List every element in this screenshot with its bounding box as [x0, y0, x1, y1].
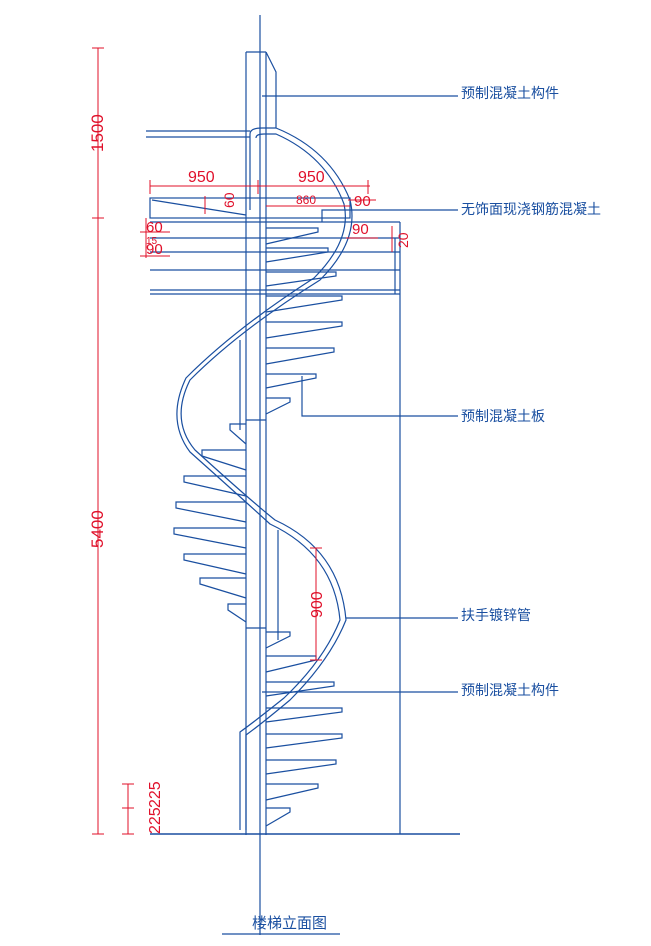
label-handrail: 扶手镀锌管	[461, 607, 531, 624]
tread	[265, 271, 337, 287]
dim-950-left: 950	[188, 169, 215, 186]
tread	[265, 655, 317, 673]
dimensions	[92, 47, 393, 835]
stair-structure	[146, 15, 460, 935]
drawing-title: 楼梯立面图	[252, 914, 327, 932]
dim-90-right: 90	[352, 221, 369, 238]
label-precast-slab: 预制混凝土板	[461, 409, 545, 425]
slab-hatch	[151, 199, 247, 216]
tread	[175, 501, 247, 523]
tread	[265, 295, 343, 313]
tread	[265, 227, 319, 245]
dim-225-b: 225	[147, 807, 164, 834]
tread	[265, 247, 329, 263]
treads-left	[173, 423, 247, 623]
dim-1500: 1500	[88, 114, 107, 152]
tread	[265, 397, 291, 415]
tread	[265, 373, 317, 389]
tread	[265, 321, 343, 339]
tread	[201, 449, 247, 471]
tread	[199, 577, 247, 599]
leader-cast-in-place	[321, 209, 458, 222]
tread	[265, 759, 337, 775]
dimension-labels: 1500 5400 225 225 950 950 60 860 90 60 1…	[88, 114, 411, 834]
dim-5400: 5400	[88, 510, 107, 548]
tread	[183, 553, 247, 575]
label-precast-member-top: 预制混凝土构件	[461, 86, 559, 102]
dim-900: 900	[309, 591, 326, 618]
dim-15: 15	[146, 236, 158, 247]
tread	[265, 707, 343, 723]
tread	[265, 807, 291, 827]
dim-225-a: 225	[147, 781, 164, 808]
dim-950-right: 950	[298, 169, 325, 186]
dim-60-top: 60	[221, 192, 237, 208]
dim-860: 860	[296, 193, 316, 207]
annotation-labels: 预制混凝土构件 无饰面现浇钢筋混凝土 预制混凝土板 扶手镀锌管 预制混凝土构件	[461, 86, 601, 699]
dim-90-top: 90	[354, 193, 371, 210]
dim-20: 20	[395, 232, 411, 248]
handrail-lower	[176, 133, 346, 830]
tread	[229, 423, 247, 445]
label-cast-in-place: 无饰面现浇钢筋混凝土	[461, 201, 601, 218]
tread	[227, 603, 247, 623]
tread	[265, 347, 335, 365]
treads-right	[265, 227, 343, 827]
tread	[173, 527, 247, 549]
label-precast-member-bottom: 预制混凝土构件	[461, 683, 559, 699]
handrail-upper	[180, 127, 353, 830]
dim-90-left: 90	[146, 241, 163, 258]
tread	[265, 783, 319, 801]
dim-60-left: 60	[146, 219, 163, 236]
precast-member-top-cap	[265, 51, 277, 128]
leader-precast-slab	[301, 376, 458, 417]
tread	[265, 733, 343, 749]
tread	[183, 475, 247, 497]
